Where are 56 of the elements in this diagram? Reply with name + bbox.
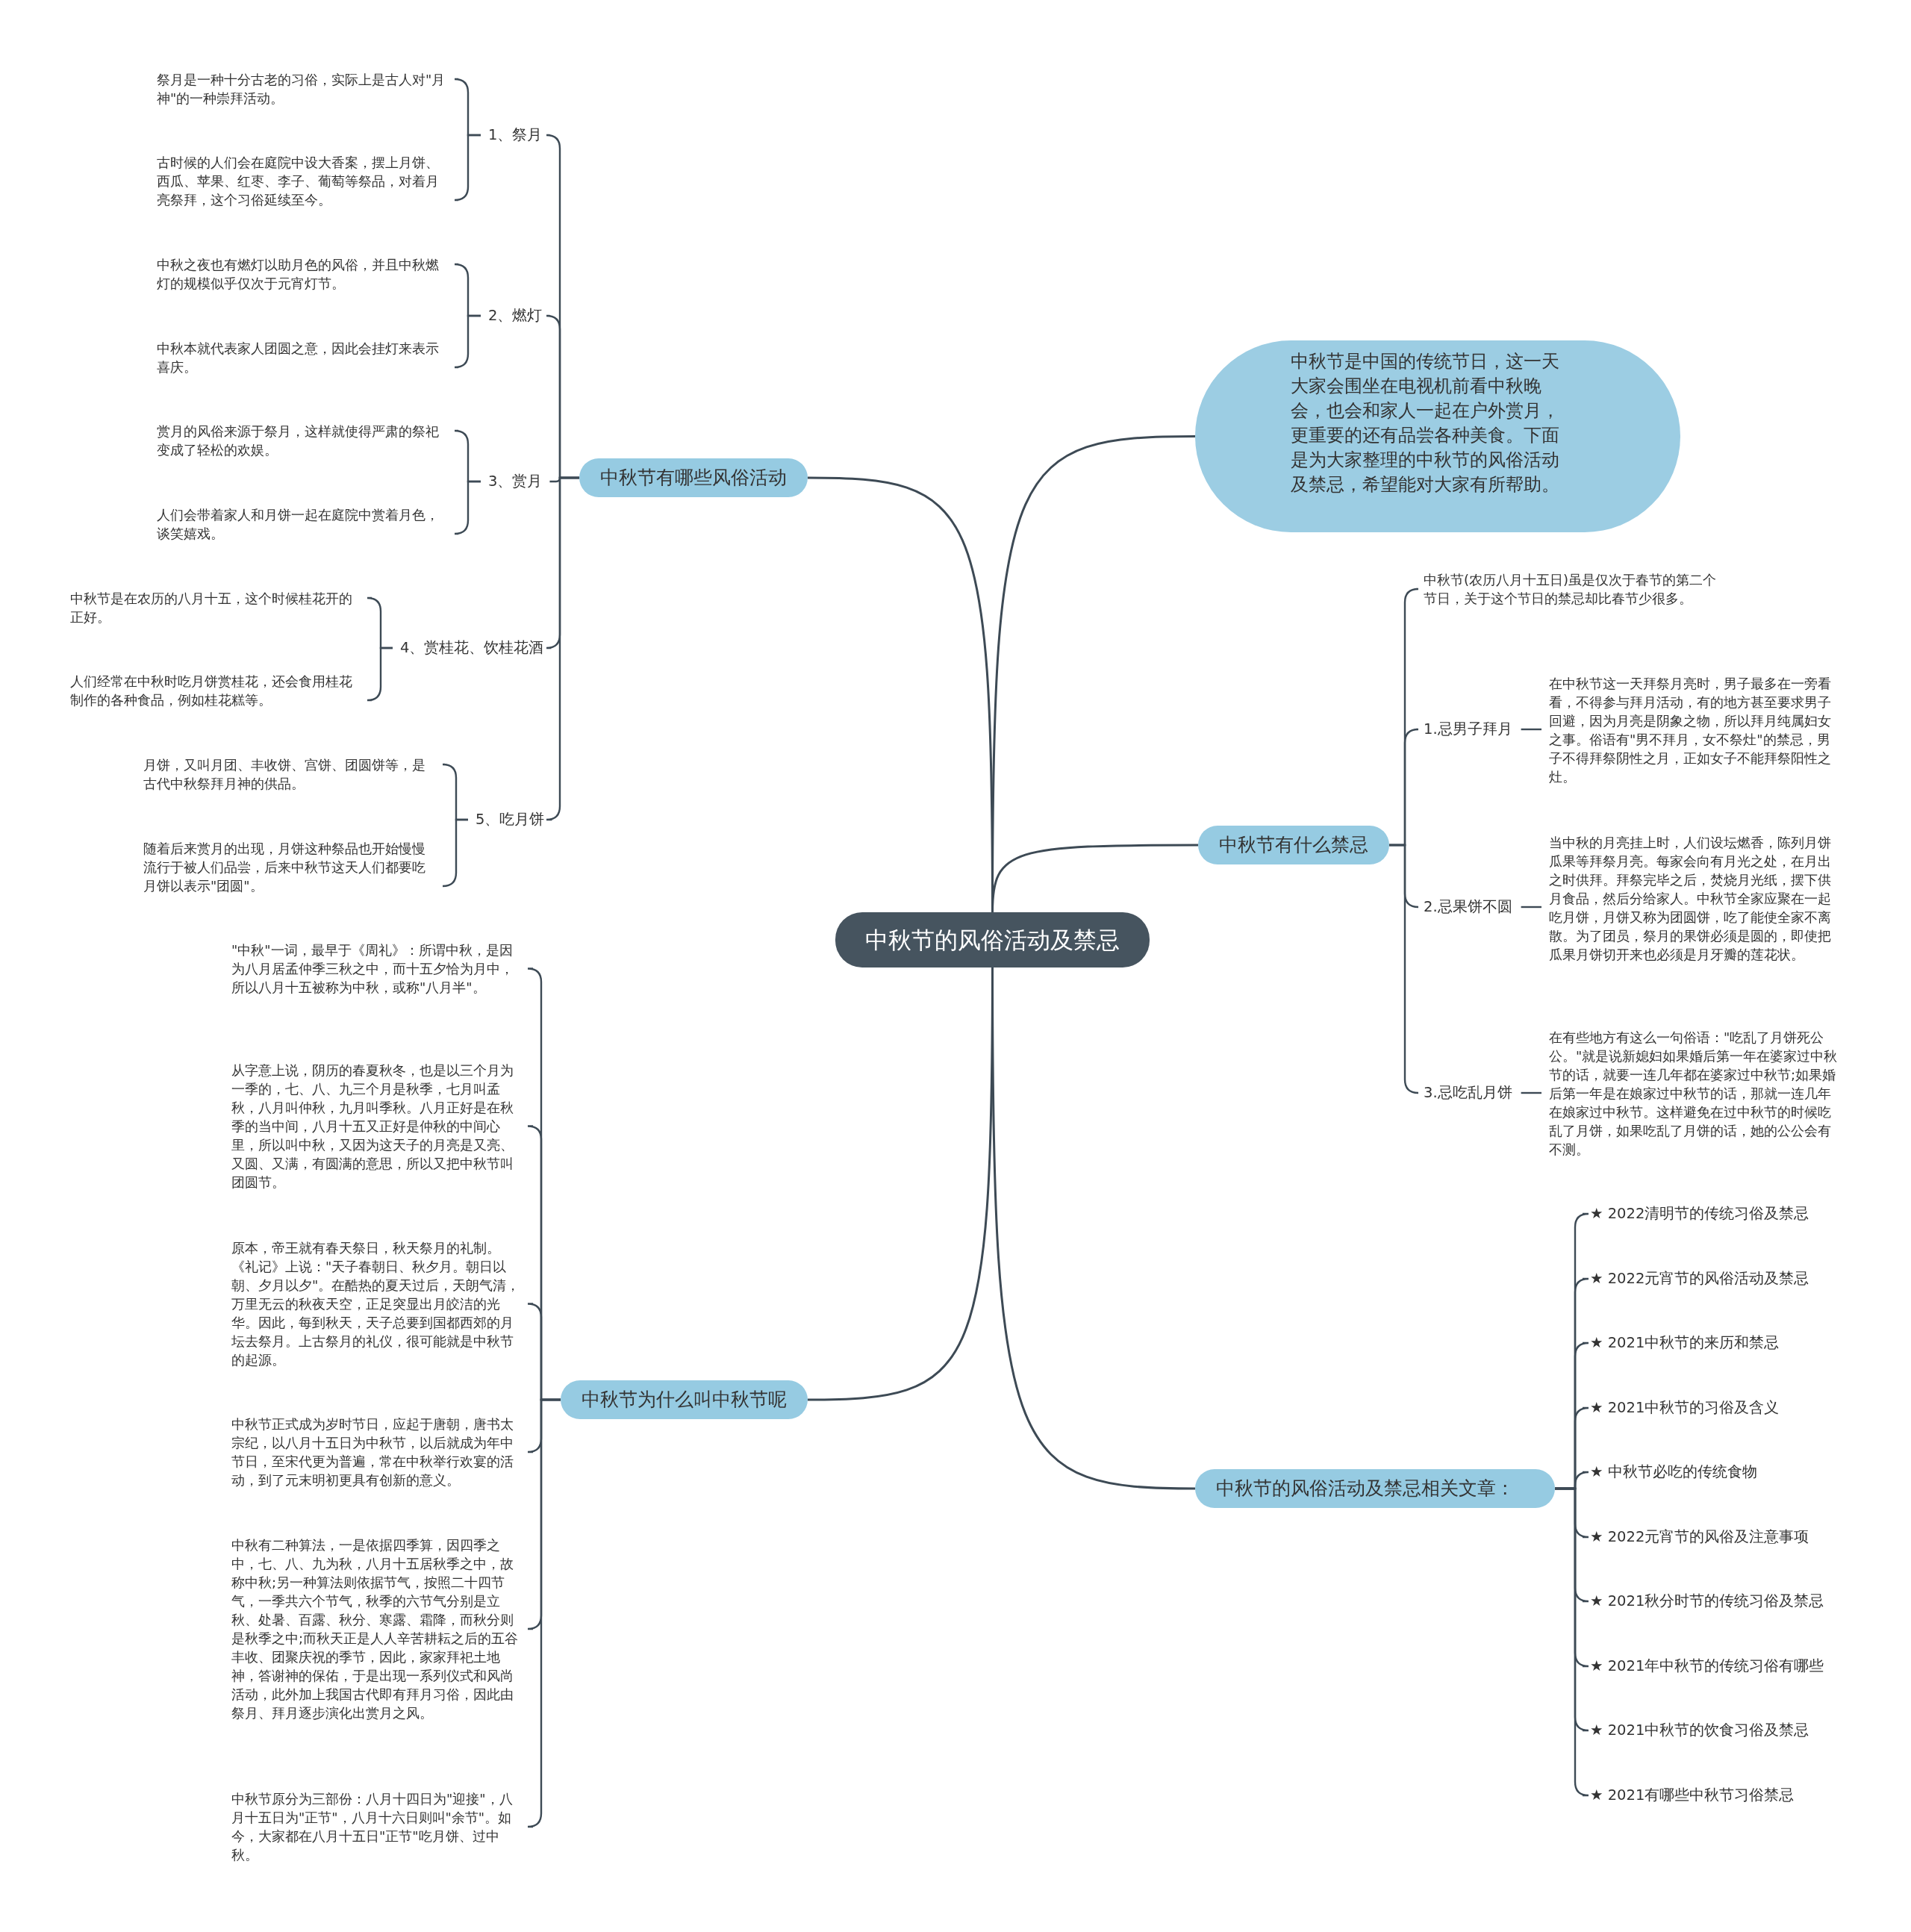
branch-label: 4、赏桂花、饮桂花酒 <box>400 638 544 658</box>
note-text: 随着后来赏月的出现，月饼这种祭品也开始慢慢流行于被人们品尝，后来中秋节这天人们都要吃月饼以表示"团圆"。 <box>143 839 437 895</box>
note-text: 赏月的风俗来源于祭月，这样就使得严肃的祭祀变成了轻松的欢娱。 <box>157 422 451 459</box>
connector-line <box>1521 1091 1541 1094</box>
branch-label: 5、吃月饼 <box>476 810 545 829</box>
article-title: ★ 2021中秋节的来历和禁忌 <box>1590 1333 1780 1353</box>
note-text: 中秋之夜也有燃灯以助月色的风俗，并且中秋燃灯的规模似乎仅次于元宵灯节。 <box>157 255 451 293</box>
intro-bubble: 中秋节是中国的传统节日，这一天大家会围坐在电视机前看中秋晚会，也会和家人一起在户外赏月，更重要的还有品尝各种美食。下面是为大家整理的中秋节的风俗活动及禁忌，希望能对大家有所帮助。 <box>1195 340 1680 532</box>
topic-bubble: 中秋节有哪些风俗活动 <box>579 458 808 497</box>
branch-label: 3.忌吃乱月饼 <box>1424 1083 1512 1103</box>
note-text: 中秋节正式成为岁时节日，应起于唐朝，唐书太宗纪，以八月十五日为中秋节，以后就成为年中节日，至宋代更为普遍，常在中秋举行欢宴的活动，到了元末明初更具有创新的意义。 <box>231 1415 526 1489</box>
article-title: ★ 2021中秋节的饮食习俗及禁忌 <box>1590 1721 1809 1740</box>
branch-label: 2.忌果饼不圆 <box>1424 897 1512 917</box>
connector-line <box>441 818 468 888</box>
article-title: ★ 2022清明节的传统习俗及禁忌 <box>1590 1204 1809 1224</box>
branch-label: 1、祭月 <box>488 125 543 145</box>
topic-bubble: 中秋节为什么叫中秋节呢 <box>561 1380 808 1419</box>
article-title: ★ 2021年中秋节的传统习俗有哪些 <box>1590 1657 1824 1676</box>
connector-line <box>545 476 579 821</box>
note-text: 中秋节是在农历的八月十五，这个时候桂花开的正好。 <box>70 589 364 626</box>
note-text: 月饼，又叫月团、丰收饼、宫饼、团圆饼等，是古代中秋祭拜月神的供品。 <box>143 755 437 793</box>
connector-line <box>991 844 1198 913</box>
connector-line <box>1389 844 1420 1094</box>
connector-line <box>526 1398 561 1828</box>
article-title: ★ 2022元宵节的风俗及注意事项 <box>1590 1527 1809 1547</box>
note-text: 中秋有二种算法，一是依据四季算，因四季之中，七、八、九为秋，八月十五居秋季之中，故称中秋;另一种算法则依据节气，按照二十四节气，一季共六个节气，秋季的六节气分别是立秋、处暑、百露、秋分、寒露、霜降，而秋分则是秋季之中;而秋天正是人人辛苦耕耘之后的五谷丰收、团聚庆祝的季节，因此，家家拜祀土地神，答谢神的保佑，于是出现一系列仪式和风尚活动，此外加上我国古代即有拜月习俗，因此由祭月、拜月逐步演化出赏月之风。 <box>231 1536 526 1722</box>
note-text: 中秋本就代表家人团圆之意，因此会挂灯来表示喜庆。 <box>157 339 451 376</box>
branch-label: 1.忌男子拜月 <box>1424 720 1512 739</box>
note-text: 古时候的人们会在庭院中设大香案，摆上月饼、西瓜、苹果、红枣、李子、葡萄等祭品，对着月亮祭拜，这个习俗延续至今。 <box>157 153 451 209</box>
article-title: ★ 中秋节必吃的传统食物 <box>1590 1462 1757 1482</box>
connector-line <box>453 480 481 535</box>
connector-line <box>366 646 393 702</box>
note-text: 中秋节(农历八月十五日)虽是仅次于春节的第二个节日，关于这个节日的禁忌却比春节少很多。 <box>1424 570 1718 608</box>
note-text: 祭月是一种十分古老的习俗，实际上是古人对"月神"的一种崇拜活动。 <box>157 70 451 107</box>
branch-label: 2、燃灯 <box>488 306 543 325</box>
article-title: ★ 2021中秋节的习俗及含义 <box>1590 1398 1780 1418</box>
note-text: 人们会带着家人和月饼一起在庭院中赏着月色，谈笑嬉戏。 <box>157 505 451 543</box>
connector-line <box>453 134 481 202</box>
root-topic: 中秋节的风俗活动及禁忌 <box>835 912 1150 967</box>
note-text: "中秋"一词，最早于《周礼》：所谓中秋，是因为八月居孟仲季三秋之中，而十五夕恰为月中，所以八月十五被称为中秋，或称"八月半"。 <box>231 941 526 997</box>
branch-label: 3、赏月 <box>488 472 543 491</box>
note-text: 从字意上说，阴历的春夏秋冬，也是以三个月为一季的，七、八、九三个月是秋季，七月叫孟秋，八月叫仲秋，九月叫季秋。八月正好是在秋季的当中间，八月十五又正好是仲秋的中间心里，所以叫中秋，又因为这天子的月亮是又亮、又圆、又满，有圆满的意思，所以又把中秋节叫团圆节。 <box>231 1061 526 1191</box>
note-text: 原本，帝王就有春天祭日，秋天祭月的礼制。《礼记》上说："天子春朝日、秋夕月。朝日以朝、夕月以夕"。在酷热的夏天过后，天朗气清，万里无云的秋夜天空，正足突显出月皎洁的光华。因此，每到秋天，天子总要到国都西郊的月坛去祭月。上古祭月的礼仪，很可能就是中秋节的起源。 <box>231 1238 526 1369</box>
article-title: ★ 2022元宵节的风俗活动及禁忌 <box>1590 1269 1809 1288</box>
article-title: ★ 2021有哪些中秋节习俗禁忌 <box>1590 1786 1795 1805</box>
article-title: ★ 2021秋分时节的传统习俗及禁忌 <box>1590 1592 1824 1611</box>
connector-line <box>453 314 481 369</box>
topic-bubble: 中秋节的风俗活动及禁忌相关文章 : <box>1195 1469 1555 1508</box>
note-text: 人们经常在中秋时吃月饼赏桂花，还会食用桂花制作的各种食品，例如桂花糕等。 <box>70 672 364 709</box>
topic-bubble: 中秋节有什么禁忌 <box>1198 826 1389 864</box>
note-text: 在中秋节这一天拜祭月亮时，男子最多在一旁看看，不得参与拜月活动，有的地方甚至要求男子回避，因为月亮是阴象之物，所以拜月纯属妇女之事。俗语有"男不拜月，女不祭灶"的禁忌，男子不得拜祭阴性之月，正如女子不能拜祭阳性之灶。 <box>1549 674 1843 786</box>
note-text: 中秋节原分为三部份：八月十四日为"迎接"，八月十五日为"正节"，八月十六日则叫"余节"。如今，大家都在八月十五日"正节"吃月饼、过中秋。 <box>231 1789 526 1864</box>
connector-line <box>1521 728 1541 731</box>
connector-line <box>1521 906 1541 909</box>
note-text: 在有些地方有这么一句俗语："吃乱了月饼死公公。"就是说新媳妇如果婚后第一年在婆家过中秋节的话，就要一连几年都在婆家过中秋节;如果婚后第一年是在娘家过中秋节的话，那就一连几年在娘家过中秋节。这样避免在过中秋节的时候吃乱了月饼，如果吃乱了月饼的话，她的公公会有不测。 <box>1549 1028 1843 1159</box>
note-text: 当中秋的月亮挂上时，人们设坛燃香，陈列月饼瓜果等拜祭月亮。每家会向有月光之处，在月出之时供拜。拜祭完毕之后，焚烧月光纸，摆下供月食品，然后分给家人。中秋节全家应聚在一起吃月饼，月饼又称为团圆饼，吃了能使全家不离散。为了团员，祭月的果饼必须是圆的，即使把瓜果月饼切开来也必须是月牙瓣的莲花状。 <box>1549 833 1843 964</box>
